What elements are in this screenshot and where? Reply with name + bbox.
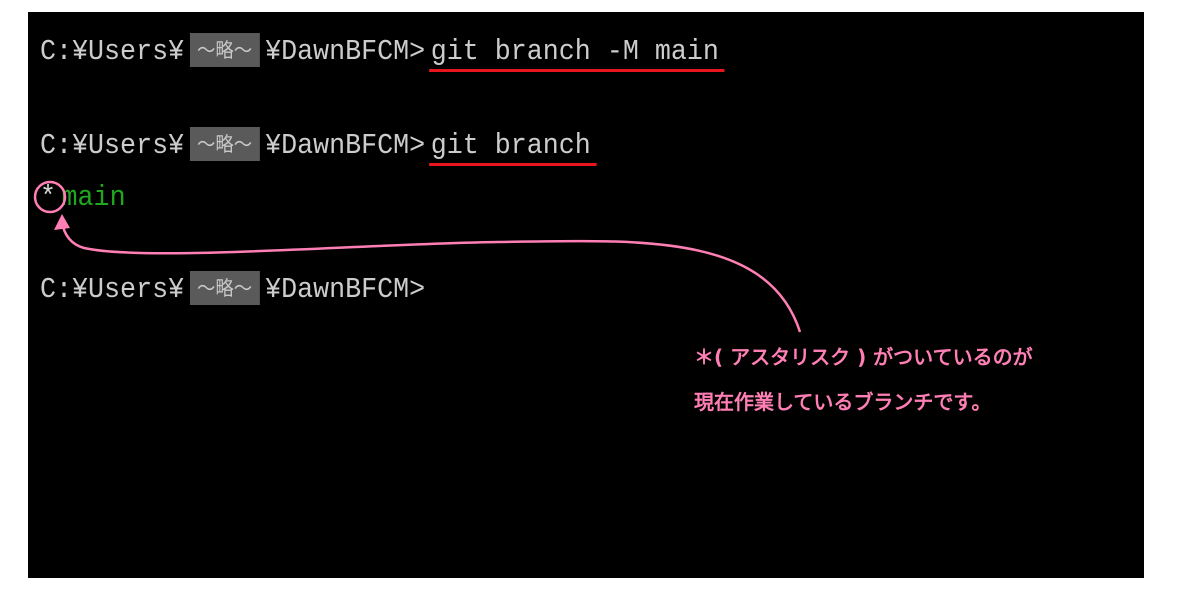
- redacted-username: ～略～: [189, 33, 260, 67]
- command-text: git branch -M main: [428, 32, 725, 72]
- prompt-line-3: C:¥Users¥～略～¥DawnBFCM>: [40, 270, 425, 310]
- current-branch-name: main: [61, 181, 126, 214]
- current-branch-marker: *: [40, 181, 57, 214]
- path-prefix: C:¥Users¥: [40, 273, 185, 306]
- path-suffix: ¥DawnBFCM>: [265, 273, 426, 306]
- redacted-username: ～略～: [189, 271, 260, 305]
- redacted-username: ～略～: [189, 127, 260, 161]
- path-suffix: ¥DawnBFCM>: [265, 35, 426, 68]
- prompt-line-2: C:¥Users¥～略～¥DawnBFCM>git branch: [40, 126, 597, 166]
- prompt-line-1: C:¥Users¥～略～¥DawnBFCM>git branch -M main: [40, 32, 725, 72]
- terminal-window[interactable]: C:¥Users¥～略～¥DawnBFCM>git branch -M main…: [28, 12, 1144, 578]
- annotation-text-line-2: 現在作業しているブランチです。: [694, 390, 992, 414]
- command-text: git branch: [428, 126, 597, 166]
- branch-output-line: *main: [40, 178, 126, 218]
- path-prefix: C:¥Users¥: [40, 35, 185, 68]
- path-prefix: C:¥Users¥: [40, 129, 185, 162]
- path-suffix: ¥DawnBFCM>: [265, 129, 426, 162]
- annotation-text-line-1: ＊( アスタリスク ) がついているのが: [694, 345, 1033, 369]
